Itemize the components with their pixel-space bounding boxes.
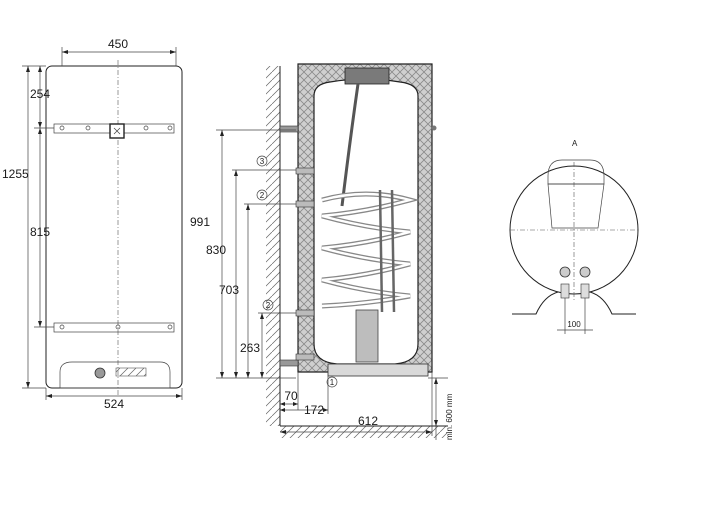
dim-830: 830 xyxy=(206,169,296,378)
dim-703: 703 xyxy=(219,203,296,378)
dim-172: 172 xyxy=(280,376,329,417)
dim-612: 612 xyxy=(280,372,433,436)
top-control-box xyxy=(547,159,605,185)
heating-element xyxy=(355,309,379,363)
dim-clearance: min. 600 mm xyxy=(428,377,454,440)
connection-3 xyxy=(295,167,315,175)
connection-1 xyxy=(295,353,315,361)
dip-tube xyxy=(340,83,360,207)
view-label-a: A xyxy=(572,139,578,148)
svg-text:830: 830 xyxy=(206,243,226,257)
dim-1255: 1255 xyxy=(2,65,46,389)
svg-text:172: 172 xyxy=(304,403,324,417)
dim-815: 815 xyxy=(30,128,54,328)
dim-524: 524 xyxy=(45,388,183,411)
wall-hatching xyxy=(266,66,280,426)
heat-exchanger-coil xyxy=(321,189,420,313)
dim-254: 254 xyxy=(30,66,54,129)
connection-2-lower xyxy=(295,309,315,317)
dim-1255-label: 1255 xyxy=(2,167,29,181)
svg-text:263: 263 xyxy=(240,341,260,355)
upper-wall-bracket xyxy=(279,125,299,133)
dim-263: 263 xyxy=(240,312,296,378)
port-left xyxy=(559,266,571,278)
callout-1: 1 xyxy=(326,376,338,388)
svg-text:2: 2 xyxy=(260,191,265,200)
dim-991: 991 xyxy=(190,129,296,379)
dim-450: 450 xyxy=(61,37,177,66)
front-body-outline xyxy=(45,65,183,389)
dim-254-label: 254 xyxy=(30,87,50,101)
dim-450-label: 450 xyxy=(108,37,128,51)
foot-left xyxy=(512,291,559,315)
dim-100: 100 xyxy=(557,298,593,334)
svg-text:1: 1 xyxy=(330,378,335,387)
callout-2-lower: 2 xyxy=(262,299,274,311)
svg-text:2: 2 xyxy=(266,301,271,310)
lower-wall-bracket xyxy=(279,359,299,367)
svg-text:min. 600 mm: min. 600 mm xyxy=(445,393,454,440)
dim-524-label: 524 xyxy=(104,397,124,411)
svg-text:70: 70 xyxy=(284,389,298,403)
lower-mounting-rail xyxy=(53,322,175,333)
sensor-port xyxy=(431,125,437,131)
svg-text:3: 3 xyxy=(260,157,265,166)
control-panel xyxy=(59,361,171,389)
svg-text:991: 991 xyxy=(190,215,210,229)
bottom-cover xyxy=(327,363,429,377)
connection-2-upper xyxy=(295,200,315,208)
svg-text:703: 703 xyxy=(219,283,239,297)
front-view: 450 1255 254 815 5 xyxy=(2,37,183,411)
port-right xyxy=(579,266,591,278)
control-grille xyxy=(115,367,147,377)
top-flange xyxy=(344,67,390,85)
svg-text:100: 100 xyxy=(567,320,581,329)
dim-70: 70 xyxy=(280,372,299,410)
svg-text:612: 612 xyxy=(358,414,378,428)
callout-3: 3 xyxy=(256,155,268,167)
callout-2-upper: 2 xyxy=(256,189,268,201)
dim-815-label: 815 xyxy=(30,225,50,239)
top-view: A 100 xyxy=(509,139,640,334)
section-view: 3 2 2 1 991 830 xyxy=(190,63,454,440)
foot-right xyxy=(589,291,636,315)
thermostat-knob xyxy=(94,367,106,379)
